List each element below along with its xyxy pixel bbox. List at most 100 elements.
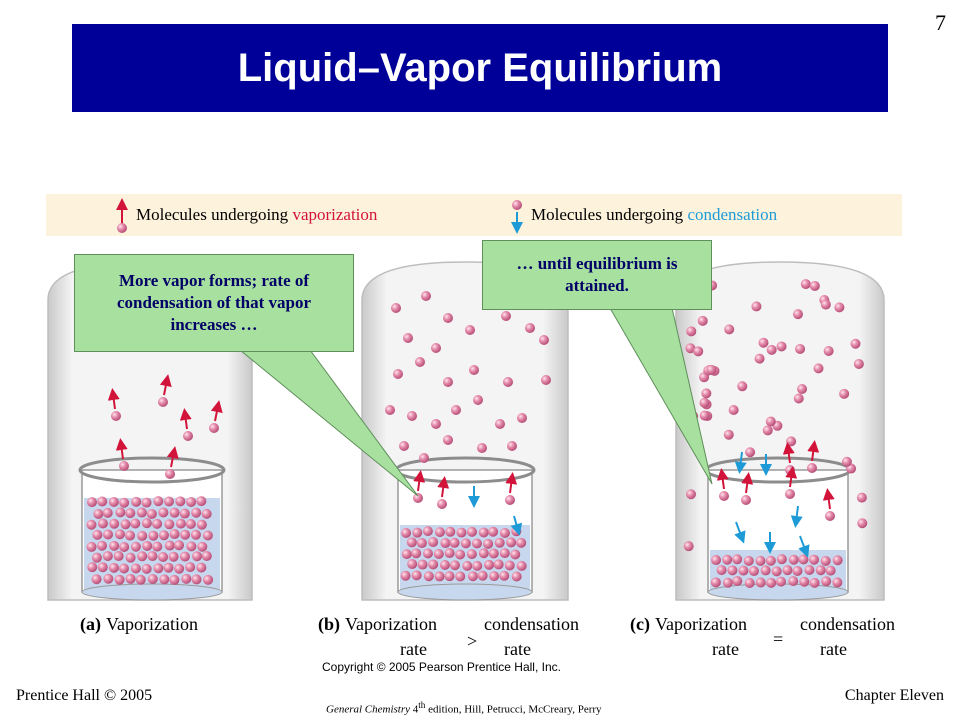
liquid-molecule [825,565,836,576]
vapor-molecule [800,279,811,290]
liquid-molecule [471,538,482,549]
caption-a: (a)Vaporization [80,614,198,635]
liquid-molecule [511,526,522,537]
liquid-molecule [765,555,776,566]
vapor-arrow [210,400,223,422]
liquid-molecule [192,551,203,562]
liquid-molecule [125,508,136,519]
vapor-arrow [107,388,120,410]
liquid-molecule [191,574,202,585]
vapor-molecule [505,495,515,505]
vapor-molecule [501,311,511,321]
liquid-molecule [114,529,125,540]
vapor-arrow [716,468,729,490]
footer-publisher: Prentice Hall © 2005 [16,687,153,704]
liquid-molecule [125,573,136,584]
liquid-molecule [776,576,787,587]
liquid-molecule [137,551,148,562]
liquid-molecule [472,560,483,571]
caption-b-label: (b) [318,614,340,635]
vapor-arrow [505,472,518,494]
liquid-molecule [434,527,445,538]
liquid-molecule [137,530,148,541]
liquid-molecule [821,576,832,587]
vapor-arrow [785,466,798,488]
vapor-molecule [391,303,401,313]
vapor-molecule [685,343,696,354]
condense-arrow [798,535,810,558]
vapor-molecule [431,419,441,429]
vapor-molecule [762,425,773,436]
liquid-molecule [102,507,113,518]
vapor-arrow [179,408,192,430]
vapor-molecule [699,397,710,408]
liquid-molecule [484,559,495,570]
title-banner: Liquid–Vapor Equilibrium [72,24,888,112]
liquid-molecule [103,573,114,584]
copyright-notice: Copyright © 2005 Pearson Prentice Hall, … [322,660,561,674]
vapor-molecule [766,344,777,355]
liquid-molecule [120,519,131,530]
liquid-molecule [108,562,119,573]
liquid-molecule [499,548,510,559]
vapor-molecule [857,518,868,529]
liquid-molecule [92,529,103,540]
vapor-molecule [754,353,765,364]
liquid-molecule [141,563,152,574]
liquid-molecule [832,577,843,588]
liquid-molecule [401,549,412,560]
liquid-molecule [168,551,179,562]
liquid-molecule [147,573,158,584]
legend-condensation: Molecules undergoing condensation [531,205,778,224]
liquid-molecule [174,563,185,574]
liquid-molecule [434,571,445,582]
liquid-molecule [86,541,97,552]
liquid-molecule [428,559,439,570]
vapor-molecule [856,492,867,503]
liquid-molecule [201,551,212,562]
vapor-molecule [850,338,861,349]
caption-c-symbol: = [773,629,783,649]
liquid-molecule [499,570,510,581]
caption-c: (c)Vaporization [630,614,747,635]
liquid-molecule [788,576,799,587]
footer-edition-sup: th [418,700,426,710]
vapor-molecule [507,441,517,451]
liquid-molecule [462,560,473,571]
liquid-molecule [504,560,515,571]
legend-vaporization-word: vaporization [292,205,377,224]
vapor-molecule [413,493,423,503]
liquid-molecule [191,507,202,518]
vapor-arrow [741,472,754,494]
vapor-molecule [741,495,751,505]
legend-vapor-molecule [117,223,127,233]
liquid-molecule [164,519,175,530]
vapor-molecule [758,337,769,348]
liquid-molecule [722,554,733,565]
liquid-molecule [103,529,114,540]
liquid-molecule [169,507,180,518]
vapor-arrow [822,488,835,510]
vapor-molecule [165,469,175,479]
caption-b-symbol: > [467,631,477,651]
callout-left-text: More vapor forms; rate of condensation o… [116,271,312,334]
vapor-molecule [209,423,219,433]
vapor-molecule [737,381,748,392]
vapor-arrow [782,442,795,464]
liquid-molecule [788,554,799,565]
caption-b: (b)Vaporization [318,614,437,635]
liquid-molecule [466,549,477,560]
legend-condense-molecule [512,200,522,210]
vapor-molecule [825,511,835,521]
condense-arrow [510,515,523,536]
vapor-molecule [853,358,864,369]
liquid-molecule [114,574,125,585]
vapor-molecule [517,413,527,423]
vapor-molecule [443,377,453,387]
liquid-molecule [460,538,471,549]
liquid-molecule [179,508,190,519]
liquid-molecule [136,507,147,518]
liquid-molecule [760,565,771,576]
liquid-molecule [401,527,412,538]
vapor-molecule [701,388,712,399]
